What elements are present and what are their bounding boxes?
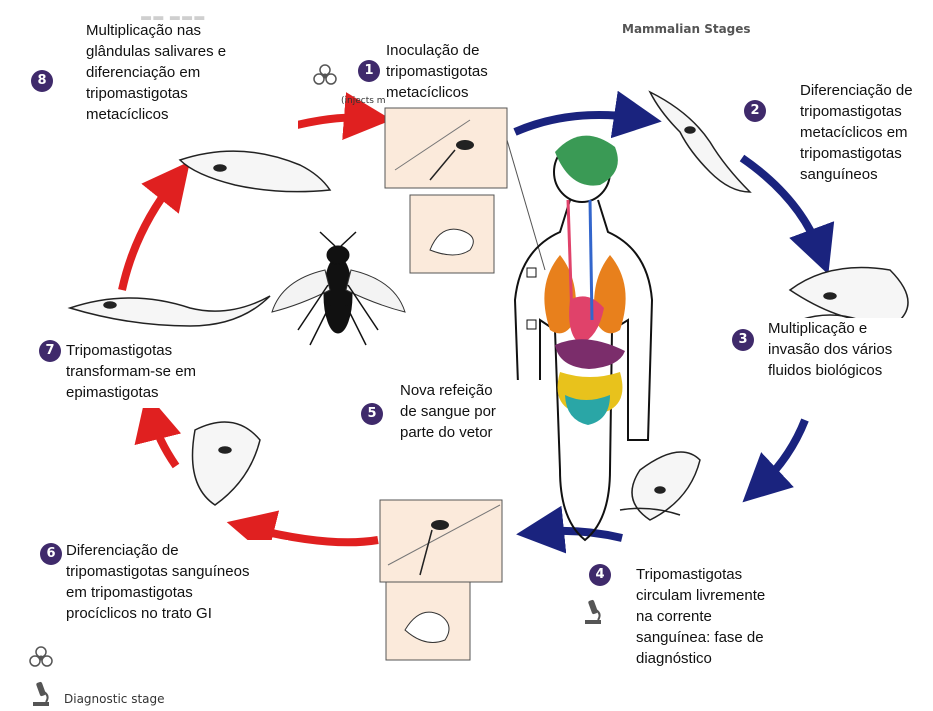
legend-biohazard-icon — [28, 644, 54, 670]
step-1-number: 1 — [358, 60, 380, 82]
step-4-text: Tripomastigotas circulam livremente na c… — [614, 564, 796, 680]
injects-fragment-label: (injects m — [341, 96, 386, 106]
step-8-number: 8 — [31, 70, 53, 92]
arrow-1-to-2 — [515, 115, 638, 132]
microscope-icon — [582, 598, 604, 626]
step-5-text: Nova refeição de sangue por parte do vet… — [386, 380, 550, 498]
arrow-3-to-4 — [760, 420, 805, 486]
parasite-stage-6 — [193, 422, 261, 505]
mammalian-stages-heading: Mammalian Stages — [622, 22, 751, 36]
parasite-stage-7 — [70, 296, 270, 326]
parasite-stage-8 — [180, 151, 330, 192]
legend-microscope-icon — [30, 680, 52, 708]
parasite-stage-4 — [620, 452, 700, 520]
step-3-number: 3 — [732, 329, 754, 351]
step-4-number: 4 — [589, 564, 611, 586]
step-7-text: Tripomastigotas transformam-se em epimas… — [66, 340, 231, 408]
arrow-7-to-8 — [122, 180, 175, 290]
fly-feeding-inset-bottom — [380, 500, 502, 660]
arrow-6-to-7 — [152, 416, 176, 466]
tsetse-fly — [272, 232, 405, 345]
step-2-text: Diferenciação de tripomastigotas metacíc… — [800, 80, 933, 192]
step-7-number: 7 — [39, 340, 61, 362]
step-1-text: Inoculação de tripomastigotas metacíclic… — [386, 40, 536, 106]
step-6-number: 6 — [40, 543, 62, 565]
step-2-number: 2 — [744, 100, 766, 122]
step-6-text: Diferenciação de tripomastigotas sanguín… — [66, 540, 288, 636]
step-5-number: 5 — [361, 403, 383, 425]
parasite-stage-2 — [650, 92, 750, 192]
step-3-text: Multiplicação e invasão dos vários fluid… — [768, 318, 932, 402]
biohazard-icon — [312, 62, 338, 88]
step-8-text: Multiplicação nas glândulas salivares e … — [66, 20, 298, 150]
legend-diagnostic-stage: Diagnostic stage — [64, 692, 165, 706]
